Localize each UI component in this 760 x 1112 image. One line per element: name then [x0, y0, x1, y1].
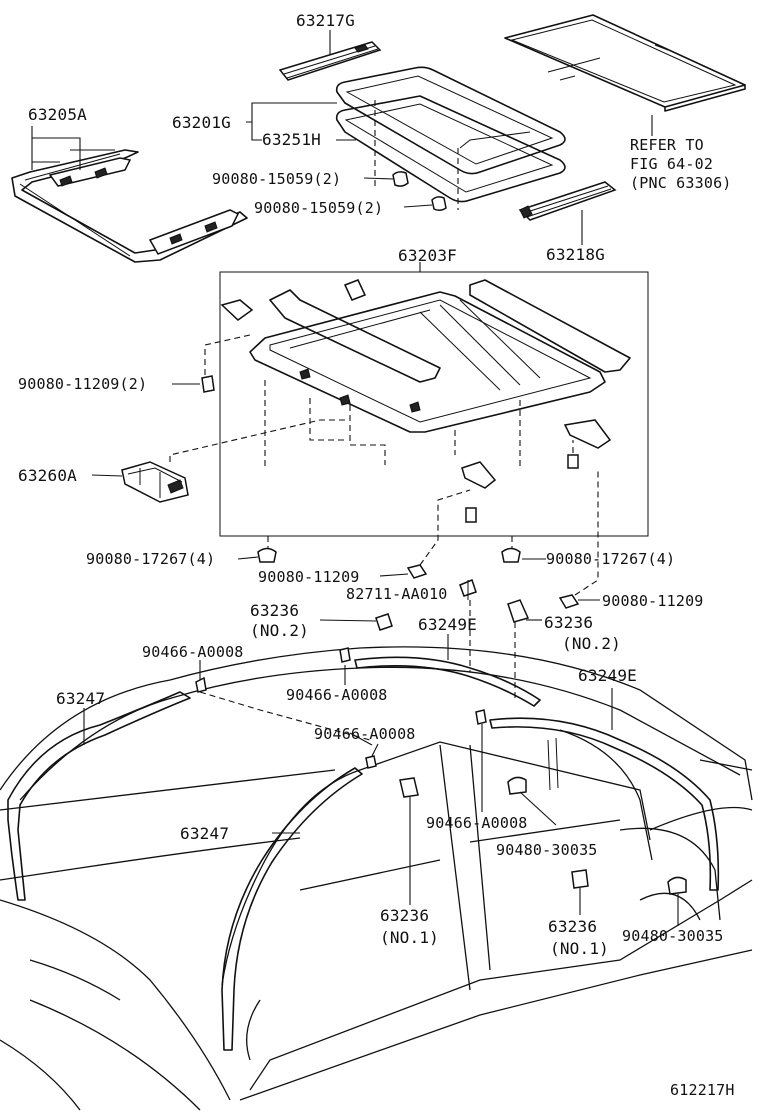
seal-63251h: [335, 95, 566, 210]
grommet-90080-17267-left: [237, 536, 277, 563]
weatherstrip-63218g: [518, 181, 617, 221]
label-63236-no2-left-num: 63236: [250, 601, 300, 620]
glass-frame-63201g: [335, 66, 566, 190]
bolts-in-housing: [201, 334, 579, 523]
label-90466-a0008-c: 90466-A0008: [314, 725, 416, 743]
label-63236-no2-right-sub: (NO.2): [562, 634, 621, 653]
label-90080-11209-mid: 90080-11209: [258, 568, 360, 586]
label-63236-no1-left-sub: (NO.1): [380, 928, 439, 947]
label-refer-line2: FIG 64-02: [630, 155, 714, 173]
bolt-90080-11209-mid: [379, 489, 471, 579]
bracket-63236-no2-left: [319, 613, 393, 631]
label-63249e-left: 63249E: [418, 615, 477, 634]
weatherstrip-63217g: [278, 41, 382, 81]
label-refer-line3: (PNC 63306): [630, 174, 732, 192]
label-63249e-right: 63249E: [578, 666, 637, 685]
grommet-90480-30035-mid: [507, 776, 557, 826]
label-63247-top: 63247: [56, 689, 106, 708]
weatherstrip-63247-mid: [221, 767, 363, 1051]
grommet-90480-30035-right: [667, 876, 687, 926]
label-90080-17267-left: 90080-17267(4): [86, 550, 216, 568]
bolt-90080-11209-right: [558, 470, 600, 609]
clips-90466-a0008: [195, 647, 487, 812]
label-90480-30035-mid: 90480-30035: [496, 841, 598, 859]
sunroof-glass-panel: [504, 14, 746, 112]
screw-90080-15059-a: [363, 171, 409, 187]
label-63201g: 63201G: [172, 113, 231, 132]
label-63236-no1-right-sub: (NO.1): [550, 939, 609, 958]
label-63218g: 63218G: [546, 245, 605, 264]
label-82711-aa010: 82711-AA010: [346, 585, 448, 603]
weatherstrip-63249e-right: [489, 717, 720, 891]
housing-group-box: [219, 271, 649, 537]
bracket-63236-no1-right: [571, 869, 589, 915]
label-63236-no2-left-sub: (NO.2): [250, 621, 309, 640]
label-90080-15059-b: 90080-15059(2): [254, 199, 384, 217]
bracket-63236-no1-left: [399, 777, 419, 905]
clip-82711-aa010: [459, 578, 477, 672]
weatherstrip-63247-left: [7, 691, 191, 901]
label-63260a: 63260A: [18, 466, 77, 485]
leader-63201g: [246, 102, 337, 141]
label-refer-line1: REFER TO: [630, 136, 704, 154]
label-90466-a0008-d: 90466-A0008: [426, 814, 528, 832]
housing-frame-63203f: [220, 279, 631, 489]
drip-channel-63205a: [11, 149, 248, 263]
weatherstrip-63249e-left: [354, 656, 541, 707]
bracket-63236-no2-right: [507, 599, 542, 700]
car-body: [0, 646, 753, 1111]
label-63203f: 63203F: [398, 246, 457, 265]
motor-63260a: [91, 419, 345, 503]
leader-63205a: [31, 126, 115, 170]
label-63236-no1-right-num: 63236: [548, 917, 598, 936]
label-63247-mid: 63247: [180, 824, 230, 843]
label-90466-a0008-a: 90466-A0008: [142, 643, 244, 661]
label-90080-11209-right: 90080-11209: [602, 592, 704, 610]
label-63236-no1-left-num: 63236: [380, 906, 430, 925]
label-90080-17267-right: 90080-17267(4): [546, 550, 676, 568]
label-90080-11209-2: 90080-11209(2): [18, 375, 148, 393]
label-63236-no2-right-num: 63236: [544, 613, 594, 632]
label-63205a: 63205A: [28, 105, 87, 124]
screw-90080-15059-b: [403, 196, 447, 212]
label-90080-15059-a: 90080-15059(2): [212, 170, 342, 188]
label-90480-30035-right: 90480-30035: [622, 927, 724, 945]
grommet-90080-17267-right: [501, 536, 546, 563]
label-63217g: 63217G: [296, 11, 355, 30]
label-90466-a0008-b: 90466-A0008: [286, 686, 388, 704]
leader-90466-c: [349, 732, 373, 746]
label-63251h: 63251H: [262, 130, 321, 149]
figure-id: 612217H: [670, 1081, 735, 1099]
